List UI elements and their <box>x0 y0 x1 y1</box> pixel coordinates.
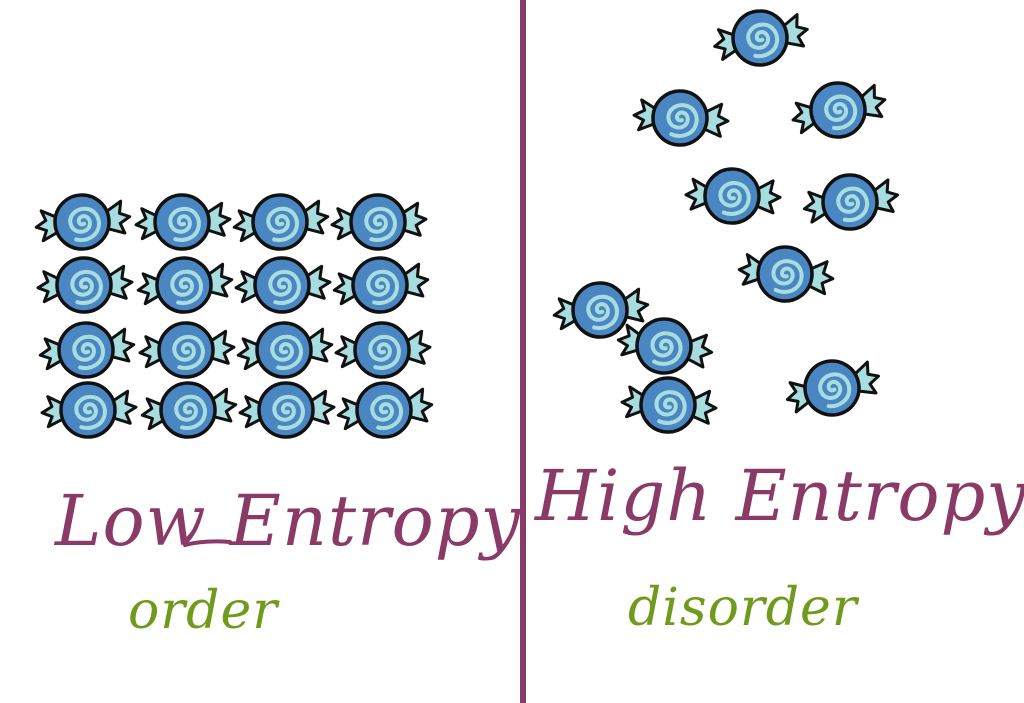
high-entropy-candies <box>550 2 903 439</box>
low-entropy-candies <box>32 189 436 443</box>
candy-icon <box>799 168 903 236</box>
candy-icon <box>779 349 887 426</box>
candy-icon <box>39 380 139 440</box>
candy-icon <box>334 377 436 443</box>
candy-icon <box>329 192 429 252</box>
candy-icon <box>682 163 784 229</box>
order-label: order <box>128 581 280 641</box>
candy-icon <box>333 320 433 380</box>
candy-icon <box>708 2 814 74</box>
candy-icon <box>234 317 336 383</box>
high-entropy-title: High Entropy <box>533 455 1024 537</box>
candy-icon <box>32 189 134 255</box>
candy-icon <box>786 73 892 147</box>
candy-icon <box>233 255 333 315</box>
candy-icon <box>137 320 237 380</box>
title-underline <box>183 539 232 547</box>
candy-icon <box>36 317 138 383</box>
candy-icon <box>629 84 733 152</box>
candy-icon <box>134 252 236 318</box>
candy-icon <box>230 189 332 255</box>
candy-icon <box>612 309 718 383</box>
candy-icon <box>733 238 839 310</box>
disorder-label: disorder <box>628 578 860 638</box>
candy-icon <box>617 371 721 439</box>
candy-icon <box>237 380 337 440</box>
low-entropy-title: Low Entropy <box>53 480 522 562</box>
candy-icon <box>133 192 233 252</box>
candy-icon <box>330 252 432 318</box>
panel-divider <box>520 0 526 703</box>
candy-icon <box>35 255 135 315</box>
candy-icon <box>138 377 240 443</box>
